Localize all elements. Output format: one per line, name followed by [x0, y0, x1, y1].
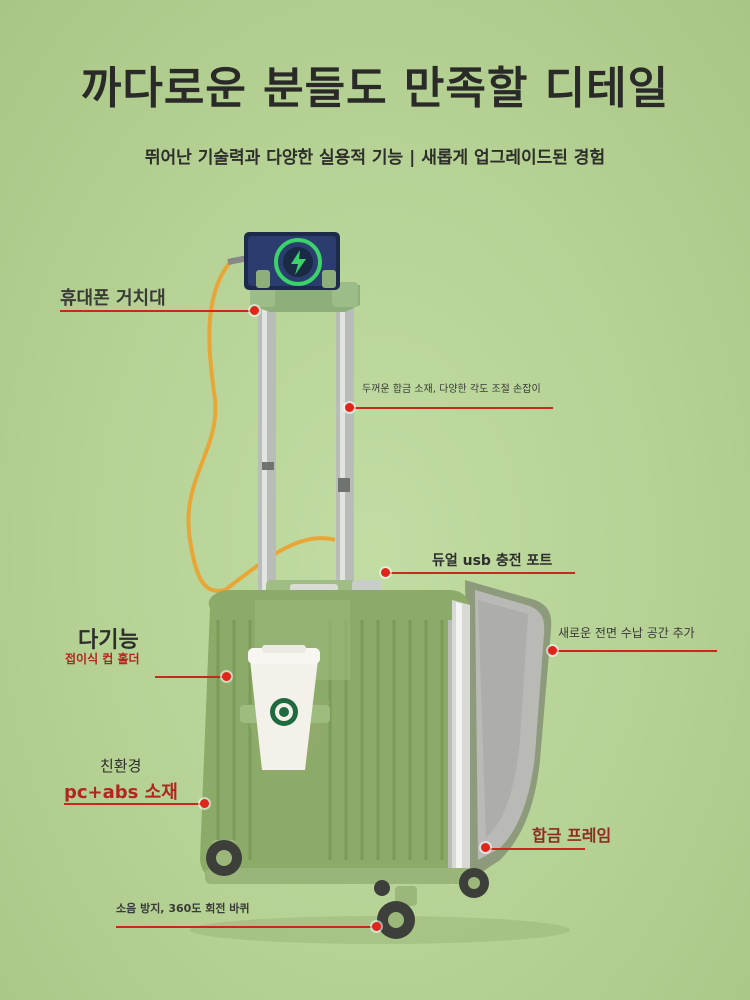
pointer-dot-wheels — [372, 922, 381, 931]
pointer-line-frame — [485, 848, 585, 850]
feature-material: pc+abs 소재 — [64, 782, 178, 803]
pointer-line-front — [552, 650, 717, 652]
feature-multifunction: 다기능 — [78, 628, 139, 653]
feature-eco: 친환경 — [100, 757, 142, 775]
feature-cup-holder: 접이식 컵 홀더 — [65, 652, 140, 666]
pointer-dot-usb — [381, 568, 390, 577]
pointer-line-wheels — [116, 926, 376, 928]
feature-wheels: 소음 방지, 360도 회전 바퀴 — [116, 902, 250, 915]
pointer-line-usb — [385, 572, 575, 574]
pointer-dot-material — [200, 799, 209, 808]
page-subtitle: 뛰어난 기술력과 다양한 실용적 기능 | 새롭게 업그레이드된 경험 — [144, 148, 606, 168]
pointer-dot-frame — [481, 843, 490, 852]
page-title: 까다로운 분들도 만족할 디테일 — [80, 63, 670, 114]
feature-phone-holder: 휴대폰 거치대 — [60, 288, 166, 309]
feature-handle: 두꺼운 합금 소재, 다양한 각도 조절 손잡이 — [362, 384, 541, 395]
pointer-line-cup — [155, 676, 227, 678]
feature-front-storage: 새로운 전면 수납 공간 추가 — [558, 626, 695, 640]
feature-alloy-frame: 합금 프레임 — [532, 826, 612, 845]
pointer-dot-front — [548, 646, 557, 655]
pointer-dot-cup — [222, 672, 231, 681]
pointer-dot-handle — [345, 403, 354, 412]
feature-usb-port: 듀얼 usb 충전 포트 — [432, 553, 553, 569]
pointer-line-handle — [348, 407, 553, 409]
pointer-line-phone — [60, 310, 255, 312]
pointer-dot-phone — [250, 306, 259, 315]
pointer-line-material — [64, 803, 204, 805]
